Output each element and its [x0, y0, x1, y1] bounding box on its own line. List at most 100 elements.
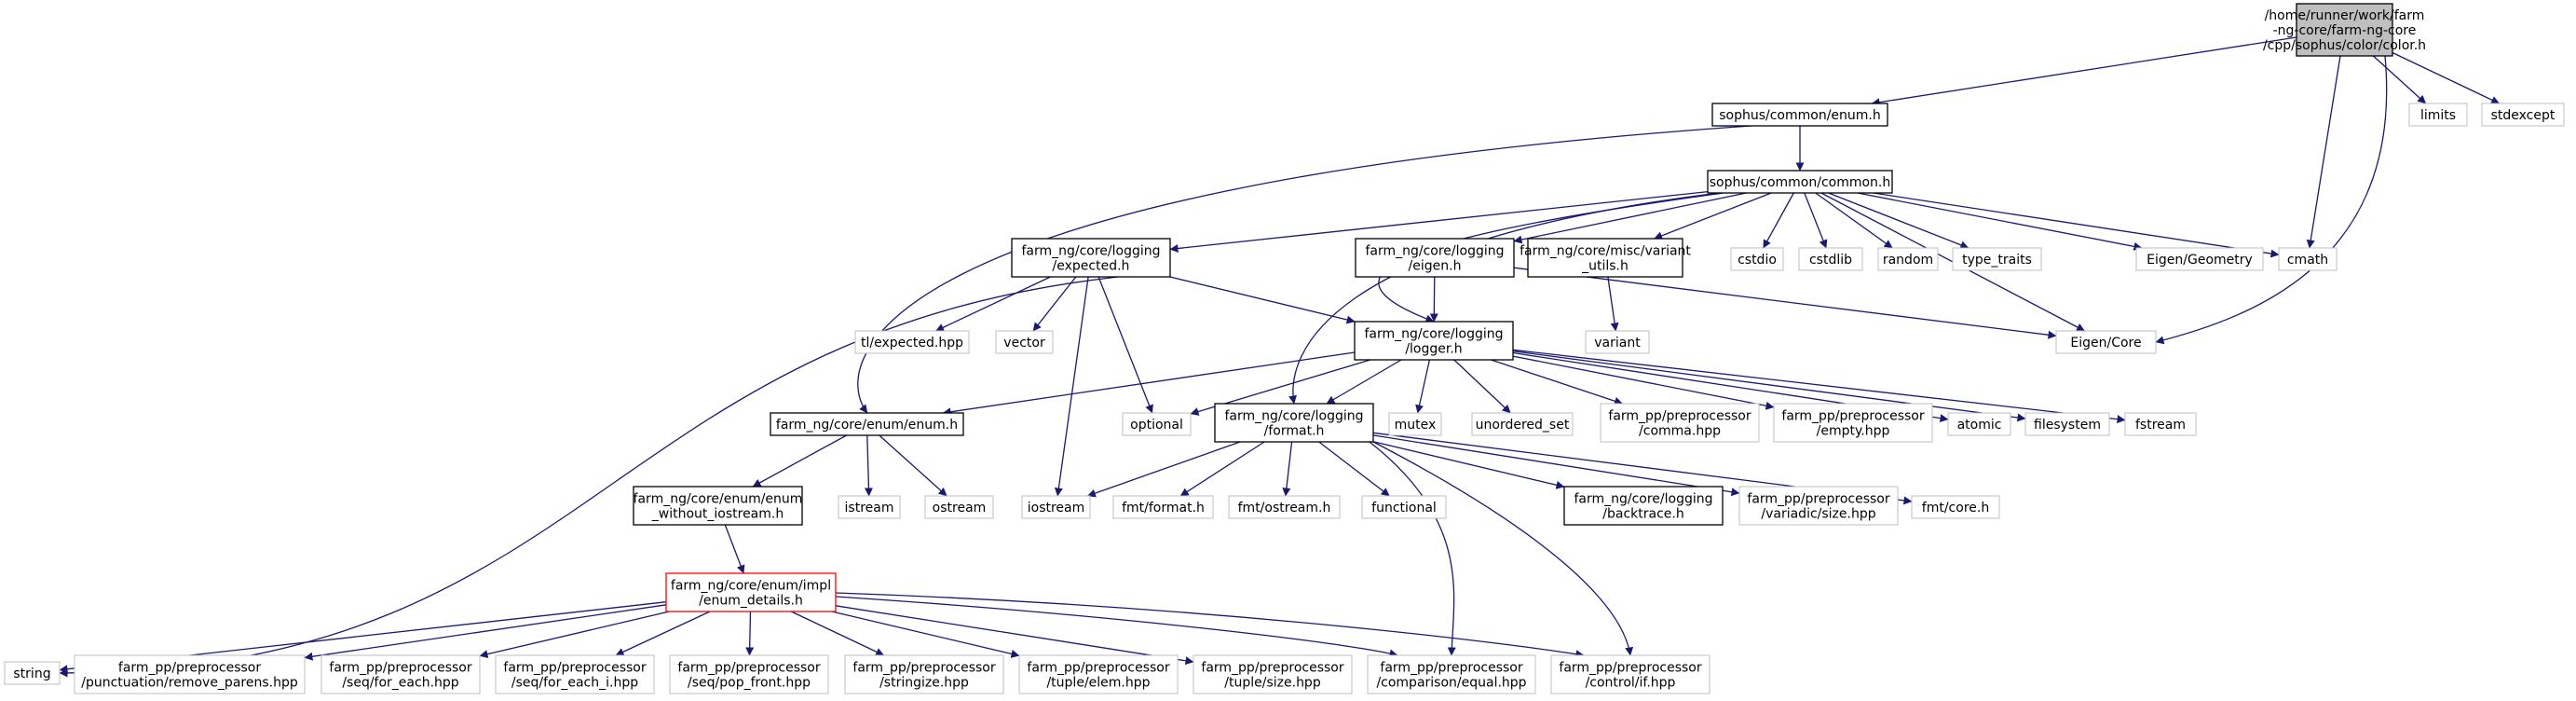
node-label-line: -ng-core/farm-ng-core [2273, 23, 2417, 38]
node-box [924, 495, 994, 519]
edge-expected_h-to-iostream [1054, 276, 1089, 497]
node-common-h[interactable]: sophus/common/common.h [1707, 170, 1893, 194]
edge-expected_h-to-string [59, 276, 1119, 678]
node-label-line: _utils.h [1581, 259, 1629, 274]
node-core-enum[interactable]: farm_ng/core/enum/enum.h [770, 412, 964, 436]
node-label-line: mutex [1395, 418, 1437, 433]
edge-format_h-to-backtrace_h [1372, 441, 1565, 489]
node-cstdio: cstdio [1730, 247, 1784, 271]
edge-enum_details-to-tuple_size [835, 605, 1194, 666]
node-box [633, 486, 803, 526]
node-type-traits: type_traits [1952, 247, 2042, 271]
edge-enum_details-to-pop_front [745, 611, 755, 656]
node-box [1600, 403, 1760, 443]
node-label-line: /seq/for_each_i.hpp [511, 676, 638, 691]
node-eigen-geometry: Eigen/Geometry [2135, 247, 2264, 271]
node-box [2408, 103, 2468, 127]
edge-expected_h-to-optional [1097, 276, 1153, 414]
node-box [2135, 247, 2264, 271]
edge-common_h-to-cstdio [1763, 192, 1794, 249]
node-iostream: iostream [1021, 495, 1091, 519]
node-label-line: farm_ng/core/misc/variant [1520, 244, 1691, 259]
node-variant-utils[interactable]: farm_ng/core/misc/variant_utils.h [1520, 238, 1691, 278]
node-label-line: /tuple/size.hpp [1224, 676, 1321, 691]
edge-enum_details-to-control_if [835, 592, 1585, 659]
node-box [1471, 412, 1574, 436]
node-enum-wo-iostream[interactable]: farm_ng/core/enum/enum_without_iostream.… [633, 486, 803, 526]
edge-enum_details-to-tuple_elem [831, 611, 1020, 658]
node-label-line: /eigen.h [1409, 259, 1462, 274]
node-box [844, 654, 1004, 694]
node-variant: variant [1585, 330, 1650, 354]
edge-core_enum-to-enum_wo_iostream [752, 434, 847, 488]
node-box [1585, 330, 1650, 354]
node-eigen-core: Eigen/Core [2055, 330, 2157, 354]
node-label-line: unordered_set [1476, 418, 1570, 433]
edge-expected_h-to-vector [1032, 276, 1077, 332]
edge-logger_h-to-unordered_set [1453, 359, 1511, 414]
edge-color-to-limits [2372, 55, 2427, 104]
node-box [1911, 495, 2000, 519]
node-label-line: /stringize.hpp [879, 676, 969, 691]
node-label-line: optional [1130, 418, 1183, 433]
node-label-line: fstream [2135, 418, 2186, 433]
node-box [995, 330, 1054, 354]
node-expected-h[interactable]: farm_ng/core/logging/expected.h [1011, 238, 1171, 278]
node-for-each: farm_pp/preprocessor/seq/for_each.hpp [320, 654, 481, 694]
node-label-line: /home/runner/work/farm [2265, 8, 2425, 23]
node-box [1354, 321, 1514, 361]
node-label-line: farm_pp/preprocessor [1027, 661, 1169, 676]
edge-core_enum-to-istream [864, 434, 873, 497]
node-vector: vector [995, 330, 1054, 354]
node-label-line: vector [1003, 336, 1045, 350]
node-box [1947, 412, 2011, 436]
node-box [2124, 412, 2197, 436]
node-box [669, 654, 829, 694]
node-enum-details[interactable]: farm_ng/core/enum/impl/enum_details.h [665, 572, 837, 612]
node-box [2278, 247, 2337, 271]
node-label-line: farm_pp/preprocessor [1201, 661, 1343, 676]
node-box [1122, 412, 1192, 436]
node-label-line: /backtrace.h [1602, 507, 1683, 522]
node-label-line: tl/expected.hpp [861, 336, 963, 350]
node-box [665, 572, 837, 612]
node-label-line: /punctuation/remove_parens.hpp [81, 676, 298, 691]
edge-eigen_h-to-eigen_core [1513, 267, 2057, 339]
node-comma-hpp: farm_pp/preprocessor/comma.hpp [1600, 403, 1760, 443]
node-box [1214, 403, 1374, 443]
node-label-line: ostream [933, 501, 987, 515]
node-label-line: farm_ng/core/enum/enum [634, 492, 803, 507]
node-backtrace-h[interactable]: farm_ng/core/logging/backtrace.h [1563, 486, 1724, 526]
node-cmath: cmath [2278, 247, 2337, 271]
node-box [1361, 495, 1447, 519]
node-label-line: /cpp/sophus/color/color.h [2263, 38, 2426, 53]
node-label-line: farm_ng/core/logging [1574, 492, 1712, 507]
node-label-line: farm_pp/preprocessor [1559, 661, 1701, 676]
node-label-line: farm_pp/preprocessor [852, 661, 995, 676]
node-format-h[interactable]: farm_ng/core/logging/format.h [1214, 403, 1374, 443]
node-eigen-h[interactable]: farm_ng/core/logging/eigen.h [1355, 238, 1515, 278]
edge-enum_details-to-comparison_equal [835, 596, 1398, 658]
node-label-line: farm_pp/preprocessor [1380, 661, 1522, 676]
node-label-line: /logger.h [1405, 342, 1462, 357]
edge-enum_wo_iostream-to-enum_details [724, 524, 745, 574]
edge-enum_details-to-stringize [791, 611, 885, 656]
edge-enum_details-to-remove_parens [304, 604, 667, 661]
edges-layer [59, 36, 2501, 678]
node-logger-h[interactable]: farm_ng/core/logging/logger.h [1354, 321, 1514, 361]
node-label-line: random [1883, 253, 1933, 268]
node-enum-h[interactable]: sophus/common/enum.h [1711, 103, 1888, 127]
node-label-line: /comma.hpp [1639, 424, 1721, 439]
node-cstdlib: cstdlib [1798, 247, 1863, 271]
node-box [495, 654, 655, 694]
edge-common_h-to-type_traits [1828, 192, 1969, 250]
node-color[interactable]: /home/runner/work/farm-ng-core/farm-ng-c… [2263, 3, 2426, 57]
node-label-line: cmath [2287, 253, 2328, 268]
node-label-line: /enum_details.h [699, 594, 803, 609]
node-label-line: farm_pp/preprocessor [329, 661, 471, 676]
node-ostream: ostream [924, 495, 994, 519]
node-comparison-equal: farm_pp/preprocessor/comparison/equal.hp… [1367, 654, 1536, 694]
node-box [1355, 238, 1515, 278]
node-label-line: farm_pp/preprocessor [677, 661, 820, 676]
node-label-line: variant [1594, 336, 1641, 350]
